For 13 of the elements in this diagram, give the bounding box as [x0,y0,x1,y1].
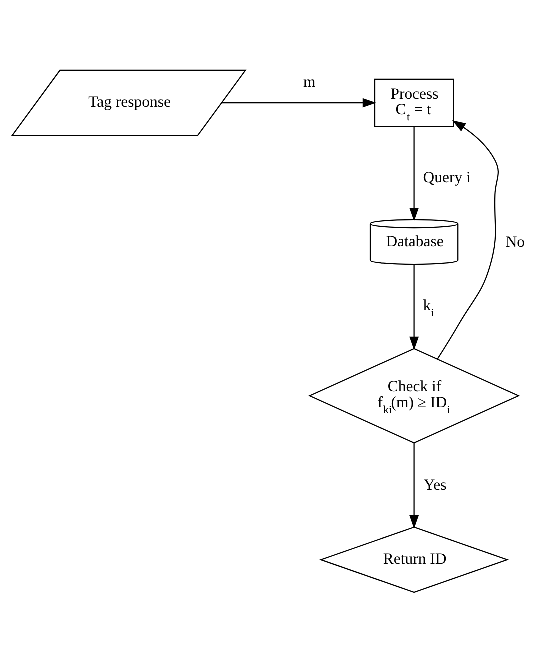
node-diamond: Check if f$_{ki}$(m) ≥ ID$_{i}$ [308,348,520,444]
edge-label: Query i [423,169,471,186]
arrow [410,443,420,530]
arrow [410,264,420,350]
node-box: Process C$_{t}$ = t [374,78,454,128]
node-diamond: Return ID [319,526,510,594]
edge-label: Yes [424,476,447,494]
edge-label: m [304,74,316,91]
edge-label: k$_{i}$ [423,297,434,320]
edge-label: No [506,234,526,251]
arrow [222,98,376,108]
arrow [437,120,499,360]
arrow [410,126,420,222]
